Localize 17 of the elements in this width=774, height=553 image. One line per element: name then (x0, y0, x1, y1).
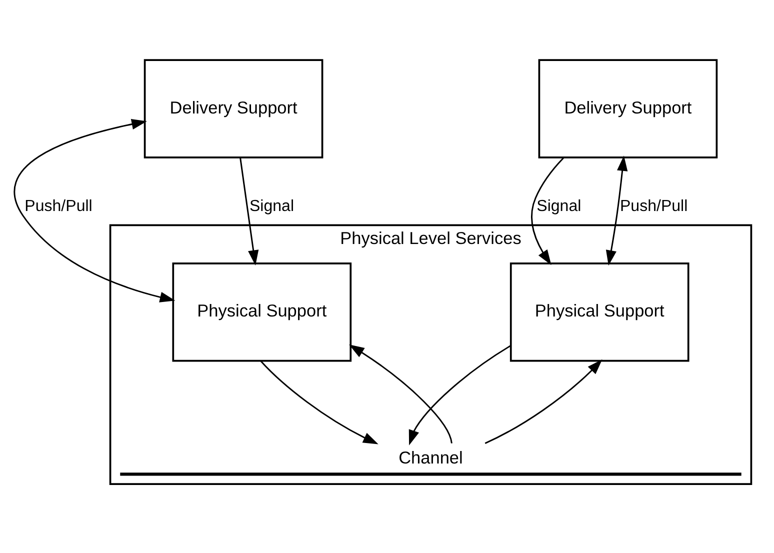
edge-label: Signal (248, 196, 294, 214)
arrow (484, 358, 602, 444)
arrow (408, 344, 510, 445)
arrow (260, 360, 378, 444)
arrow (605, 155, 628, 266)
node-box: Physical Support (509, 262, 689, 362)
node-text: Channel (398, 446, 462, 467)
arrow (348, 344, 452, 443)
edge-label: Push/Pull (24, 196, 92, 214)
node-box: Physical Support (172, 262, 352, 362)
edge-label: Push/Pull (620, 196, 688, 214)
arrow (13, 118, 175, 302)
arrow (530, 156, 564, 265)
arrow (239, 157, 258, 265)
edge-label: Signal (536, 196, 581, 214)
node-box: Delivery Support (538, 58, 718, 158)
node-box: Delivery Support (143, 58, 323, 158)
